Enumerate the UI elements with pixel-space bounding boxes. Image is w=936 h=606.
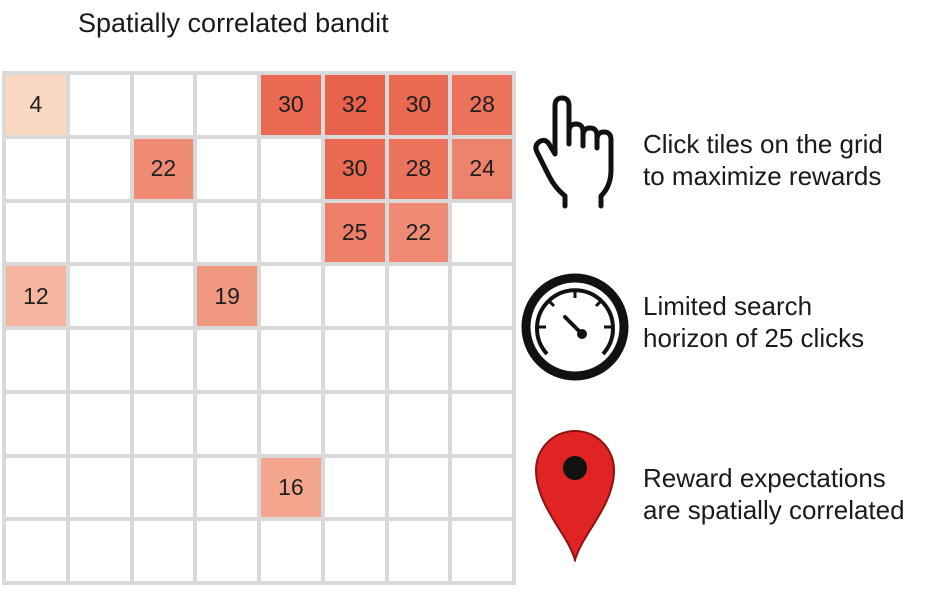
grid-tile[interactable] <box>6 457 66 518</box>
grid-tile[interactable] <box>69 330 130 390</box>
revealed-tile[interactable]: 28 <box>452 75 512 135</box>
grid-tile[interactable] <box>388 266 449 326</box>
revealed-tile[interactable]: 30 <box>261 75 321 135</box>
grid-tile[interactable] <box>6 521 66 581</box>
grid-tile[interactable] <box>6 393 66 454</box>
grid-tile[interactable] <box>197 330 257 390</box>
feature-search-horizon-line2: horizon of 25 clicks <box>643 323 865 353</box>
grid-tile[interactable] <box>452 521 512 581</box>
grid-tile[interactable] <box>324 330 385 390</box>
grid-tile[interactable] <box>133 521 194 581</box>
grid-tile[interactable] <box>324 457 385 518</box>
grid-tile[interactable] <box>261 521 321 581</box>
grid-tile[interactable] <box>324 521 385 581</box>
revealed-tile[interactable]: 4 <box>6 75 66 135</box>
grid-tile[interactable] <box>6 202 66 263</box>
grid-tile[interactable] <box>69 75 130 135</box>
grid-tile[interactable] <box>69 138 130 199</box>
revealed-tile[interactable]: 25 <box>324 202 385 263</box>
revealed-tile[interactable]: 12 <box>6 266 66 326</box>
grid-tile[interactable] <box>452 393 512 454</box>
grid-tile[interactable] <box>197 202 257 263</box>
grid-tile[interactable] <box>324 393 385 454</box>
revealed-tile[interactable]: 22 <box>133 138 194 199</box>
feature-click-tiles-line2: to maximize rewards <box>643 161 882 191</box>
grid-tile[interactable] <box>69 202 130 263</box>
grid-tile[interactable] <box>388 521 449 581</box>
grid-tile[interactable] <box>197 138 257 199</box>
revealed-tile[interactable]: 16 <box>261 457 321 518</box>
grid-tile[interactable] <box>452 266 512 326</box>
grid-tile[interactable] <box>69 266 130 326</box>
diagram-title: Spatially correlated bandit <box>78 8 389 38</box>
grid-tile[interactable] <box>69 521 130 581</box>
pointing-hand-icon <box>515 92 635 210</box>
grid-tile[interactable] <box>69 457 130 518</box>
grid-tile[interactable] <box>388 393 449 454</box>
grid-tile[interactable] <box>133 457 194 518</box>
grid-tile[interactable] <box>6 138 66 199</box>
revealed-tile[interactable]: 22 <box>388 202 449 263</box>
map-pin-icon <box>515 424 635 562</box>
feature-search-horizon: Limited search horizon of 25 clicks <box>515 272 936 392</box>
grid-tile[interactable] <box>197 75 257 135</box>
revealed-tile[interactable]: 30 <box>324 138 385 199</box>
grid-tile[interactable] <box>261 138 321 199</box>
revealed-tile[interactable]: 19 <box>197 266 257 326</box>
revealed-tile[interactable]: 32 <box>324 75 385 135</box>
grid-tile[interactable] <box>261 330 321 390</box>
grid-tile[interactable] <box>324 266 385 326</box>
grid-tile[interactable] <box>261 202 321 263</box>
grid-tile[interactable] <box>197 521 257 581</box>
revealed-tile[interactable]: 30 <box>388 75 449 135</box>
grid-tile[interactable] <box>133 75 194 135</box>
grid-tile[interactable] <box>133 266 194 326</box>
revealed-tile[interactable]: 24 <box>452 138 512 199</box>
grid-tile[interactable] <box>388 457 449 518</box>
grid-tile[interactable] <box>133 202 194 263</box>
grid-tile[interactable] <box>197 457 257 518</box>
grid-tile[interactable] <box>388 330 449 390</box>
revealed-tile[interactable]: 28 <box>388 138 449 199</box>
grid-tile[interactable] <box>6 330 66 390</box>
grid-tile[interactable] <box>261 393 321 454</box>
grid-tile[interactable] <box>69 393 130 454</box>
grid-tile[interactable] <box>197 393 257 454</box>
feature-spatial-correlation-line1: Reward expectations <box>643 463 886 493</box>
grid-tile[interactable] <box>133 393 194 454</box>
grid-tile[interactable] <box>261 266 321 326</box>
feature-search-horizon-line1: Limited search <box>643 291 813 321</box>
feature-spatial-correlation: Reward expectations are spatially correl… <box>515 424 936 564</box>
feature-click-tiles-line1: Click tiles on the grid <box>643 129 883 159</box>
gauge-icon <box>515 272 635 382</box>
grid-tile[interactable] <box>452 457 512 518</box>
feature-click-tiles: Click tiles on the grid to maximize rewa… <box>515 92 936 212</box>
grid-tile[interactable] <box>452 202 512 263</box>
grid-tile[interactable] <box>452 330 512 390</box>
feature-spatial-correlation-line2: are spatially correlated <box>643 495 905 525</box>
grid-tile[interactable] <box>133 330 194 390</box>
